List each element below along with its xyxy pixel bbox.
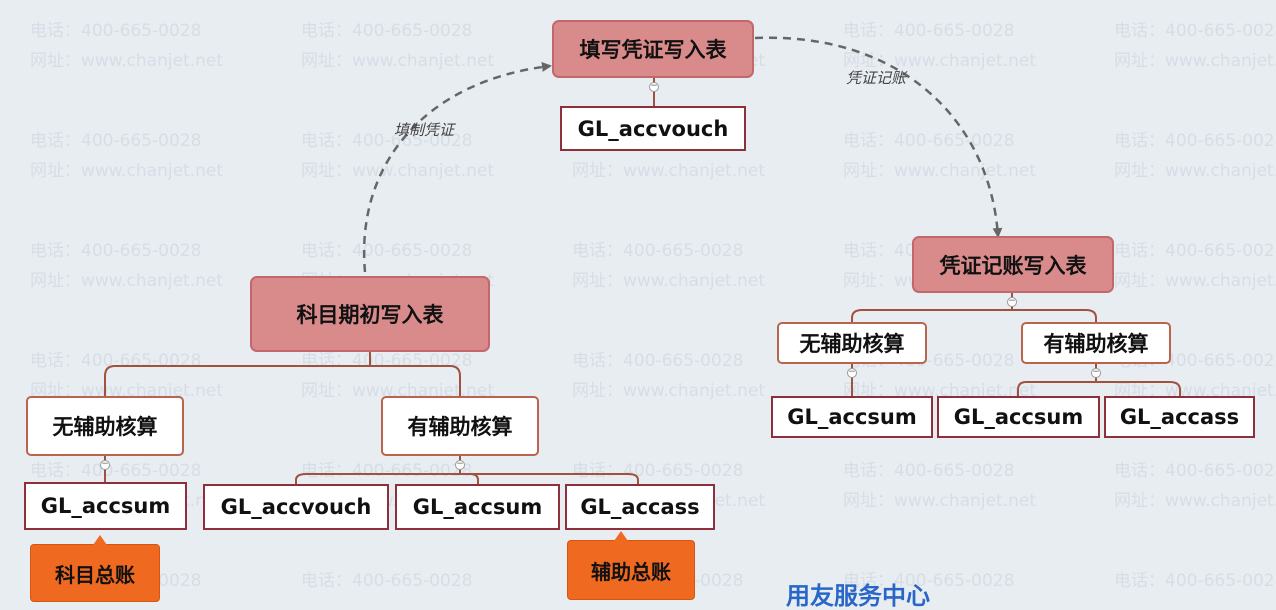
link-hasaux-left xyxy=(295,473,460,484)
link-opening-right xyxy=(370,365,461,396)
table-gl-accvouch-top[interactable]: GL_accvouch xyxy=(560,106,746,151)
table-gl-accsum-2[interactable]: GL_accsum xyxy=(395,484,560,530)
flow-arrow-fill-voucher xyxy=(362,61,552,273)
link-right-hasaux-right xyxy=(1096,381,1181,396)
collapse-icon[interactable]: − xyxy=(1091,367,1101,378)
node-opening-balance[interactable]: 科目期初写入表 xyxy=(250,276,490,352)
collapse-icon[interactable]: − xyxy=(1007,296,1017,307)
link-posting-left xyxy=(851,309,1012,322)
bottom-caption: 用友服务中心 xyxy=(786,582,930,610)
node-posting[interactable]: 凭证记账写入表 xyxy=(912,236,1114,293)
flow-arrow-posting xyxy=(754,36,1003,238)
tag-aux-ledger: 辅助总账 xyxy=(567,531,695,600)
edge-label-fill-voucher: 填制凭证 xyxy=(394,121,455,139)
collapse-icon[interactable]: − xyxy=(649,81,659,92)
node-has-aux-left[interactable]: 有辅助核算 xyxy=(381,396,539,456)
table-gl-accass-2[interactable]: GL_accass xyxy=(1104,396,1255,438)
table-gl-accsum-3[interactable]: GL_accsum xyxy=(771,396,933,438)
link-opening-left xyxy=(104,365,370,396)
link-hasaux-right xyxy=(460,473,639,484)
node-fill-voucher[interactable]: 填写凭证写入表 xyxy=(552,20,754,78)
table-gl-accvouch-1[interactable]: GL_accvouch xyxy=(203,484,389,530)
connector-layer xyxy=(104,36,1181,484)
table-gl-accass-1[interactable]: GL_accass xyxy=(565,484,715,530)
collapse-icon[interactable]: − xyxy=(847,367,857,378)
tag-subject-ledger: 科目总账 xyxy=(30,535,160,602)
link-hasaux-mid xyxy=(460,473,479,484)
table-gl-accsum-1[interactable]: GL_accsum xyxy=(24,482,187,530)
node-has-aux-right[interactable]: 有辅助核算 xyxy=(1021,322,1171,364)
node-no-aux-left[interactable]: 无辅助核算 xyxy=(26,396,184,456)
link-right-hasaux-left xyxy=(1017,381,1096,396)
node-no-aux-right[interactable]: 无辅助核算 xyxy=(777,322,927,364)
edge-label-posting: 凭证记账 xyxy=(846,69,907,87)
table-gl-accsum-4[interactable]: GL_accsum xyxy=(937,396,1100,438)
link-posting-right xyxy=(1012,309,1097,322)
collapse-icon[interactable]: − xyxy=(455,459,465,470)
collapse-icon[interactable]: − xyxy=(100,459,110,470)
